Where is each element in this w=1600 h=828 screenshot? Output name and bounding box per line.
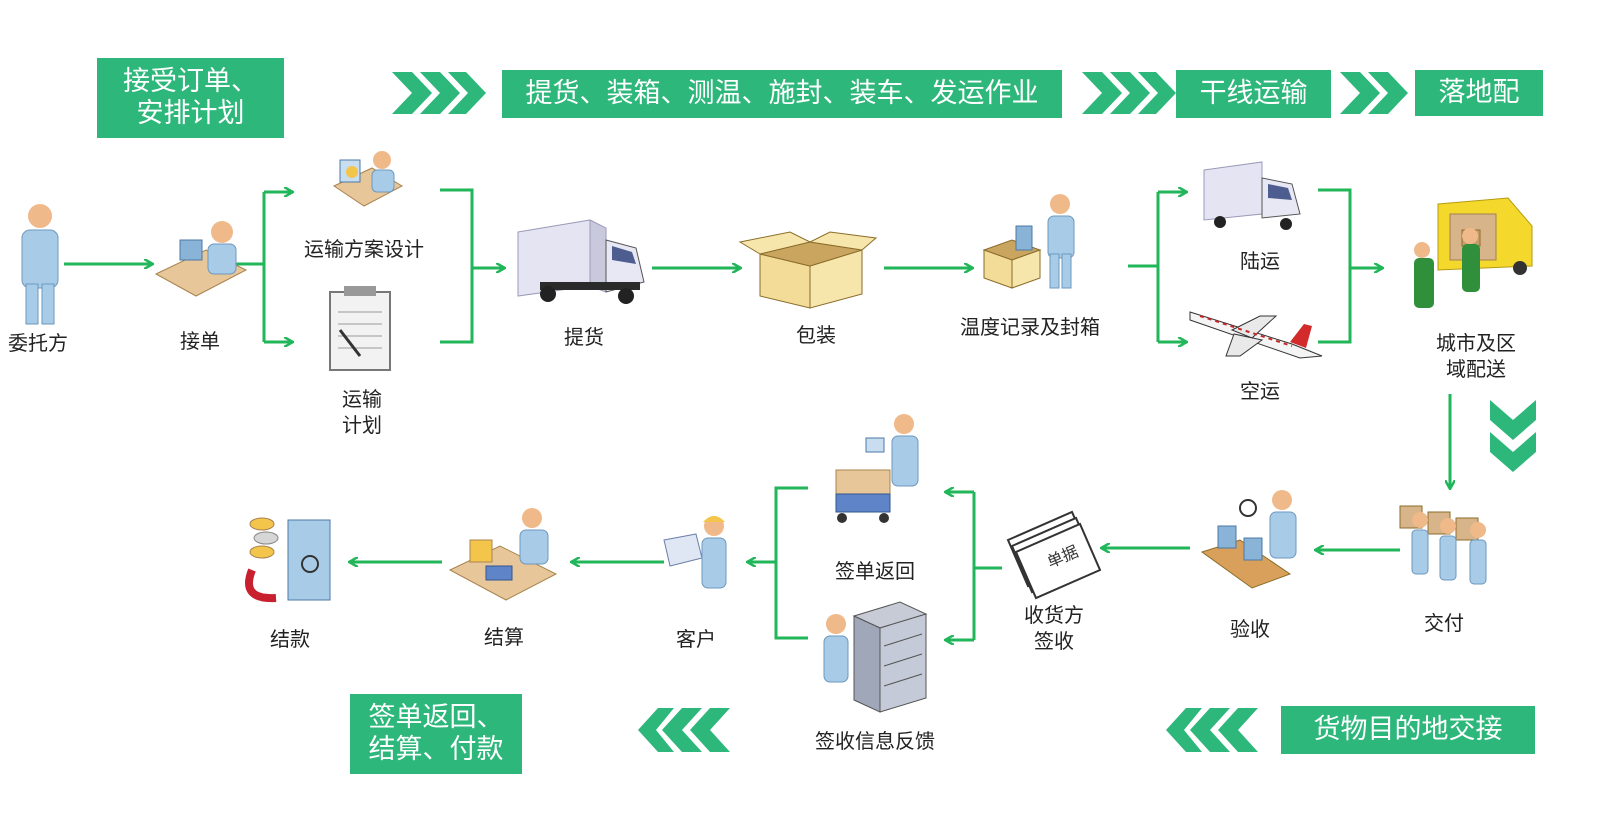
chevron-right-icon: [392, 72, 486, 114]
deliver-icon: [1399, 505, 1487, 585]
safe-coins-icon: [245, 517, 331, 603]
settlement-desk-icon: [448, 508, 558, 601]
node-label-consignee-sign: 收货方 签收: [1024, 603, 1084, 653]
airplane-icon: [1189, 311, 1323, 359]
chevron-left-icon: [1166, 708, 1258, 752]
node-label-inspect: 验收: [1230, 617, 1270, 641]
node-label-return-receipt: 签单返回: [835, 559, 915, 583]
node-label-air: 空运: [1240, 379, 1280, 403]
node-label-deliver: 交付: [1424, 611, 1464, 635]
node-label-temp-seal: 温度记录及封箱: [960, 315, 1100, 339]
node-label-payment: 结款: [270, 627, 310, 651]
node-label-land: 陆运: [1240, 249, 1280, 273]
bracket-feedback-merge: [774, 486, 808, 640]
node-label-receive-order: 接单: [180, 329, 220, 353]
node-label-sign-feedback: 签收信息反馈: [815, 729, 935, 753]
chevron-left-icon: [638, 708, 730, 752]
client-person-icon: [21, 204, 59, 325]
chevron-right-icon: [1082, 72, 1176, 114]
plan-design-icon: [332, 151, 404, 207]
order-desk-icon: [154, 221, 248, 297]
clipboard-icon: [329, 286, 391, 371]
land-truck-icon: [1203, 161, 1301, 230]
banner-order-planning: 接受订单、 安排计划: [97, 58, 284, 138]
chevron-down-icon: [1490, 400, 1536, 472]
node-label-pickup: 提货: [564, 325, 604, 349]
bracket-plan-merge: [440, 188, 474, 344]
node-label-client: 委托方: [8, 331, 68, 355]
chevron-right-icon: [1340, 72, 1408, 114]
node-label-customer: 客户: [676, 627, 716, 651]
seal-box-icon: [982, 194, 1075, 289]
bracket-transport-split: [1128, 192, 1160, 268]
node-label-transport-plan: 运输 计划: [342, 387, 382, 437]
node-label-city-delivery: 城市及区 域配送: [1436, 331, 1516, 381]
node-label-packing: 包装: [796, 323, 836, 347]
banner-destination-handover: 货物目的地交接: [1281, 706, 1535, 754]
document-cart-icon: [835, 414, 919, 523]
delivery-van-icon: [1414, 197, 1533, 308]
banner-trunk-transport: 干线运输: [1176, 70, 1331, 118]
bracket-order-split: [236, 192, 266, 266]
server-racks-icon: [823, 601, 928, 713]
banner-last-mile: 落地配: [1415, 70, 1543, 116]
truck-icon: [517, 219, 645, 304]
banner-pickup-operations: 提货、装箱、测温、施封、装车、发运作业: [502, 70, 1062, 118]
node-label-settlement: 结算: [484, 625, 524, 649]
inspection-icon: [1200, 490, 1297, 589]
bracket-sign-split: [972, 492, 1002, 570]
box-icon: [738, 231, 878, 309]
banner-settlement-payment: 签单返回、 结算、付款: [350, 694, 522, 774]
receipt-documents-icon: 单据: [1006, 510, 1102, 600]
node-label-plan-design: 运输方案设计: [304, 237, 424, 261]
customer-engineer-icon: [663, 516, 727, 589]
bracket-transport-merge: [1318, 188, 1352, 344]
